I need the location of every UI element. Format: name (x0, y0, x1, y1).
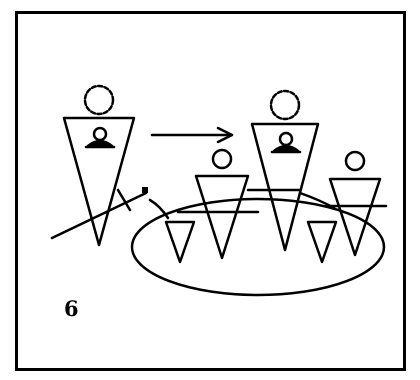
leader-left-badge-icon (92, 126, 108, 142)
member-medium-left-head-icon (211, 148, 233, 170)
direction-arrowhead (216, 126, 234, 144)
panel-number: 6 (64, 296, 79, 321)
leader-left-head-icon (83, 84, 115, 116)
link-line-left (148, 198, 170, 220)
member-medium-left-body (194, 174, 250, 260)
leader-right-head-icon (269, 89, 301, 121)
panel-border (15, 11, 406, 371)
approach-tip (142, 187, 148, 193)
member-medium-right-head-icon (344, 150, 366, 172)
approach-mark (116, 188, 132, 212)
approach-line (50, 191, 148, 240)
leader-figure-left (62, 84, 136, 247)
leader-figure-right (250, 89, 320, 252)
leader-left-hat-icon (86, 139, 114, 148)
member-figure-small-left (164, 220, 196, 264)
leader-right-body (250, 122, 320, 252)
member-figure-small-right (306, 220, 338, 264)
member-medium-right-body (328, 177, 382, 257)
group-ellipse (130, 197, 386, 297)
leader-left-body (62, 116, 136, 247)
leader-right-badge-icon (278, 131, 294, 147)
leader-right-hat-icon (272, 144, 300, 153)
member-figure-medium-right (328, 150, 382, 257)
member-figure-medium-left (194, 148, 250, 260)
